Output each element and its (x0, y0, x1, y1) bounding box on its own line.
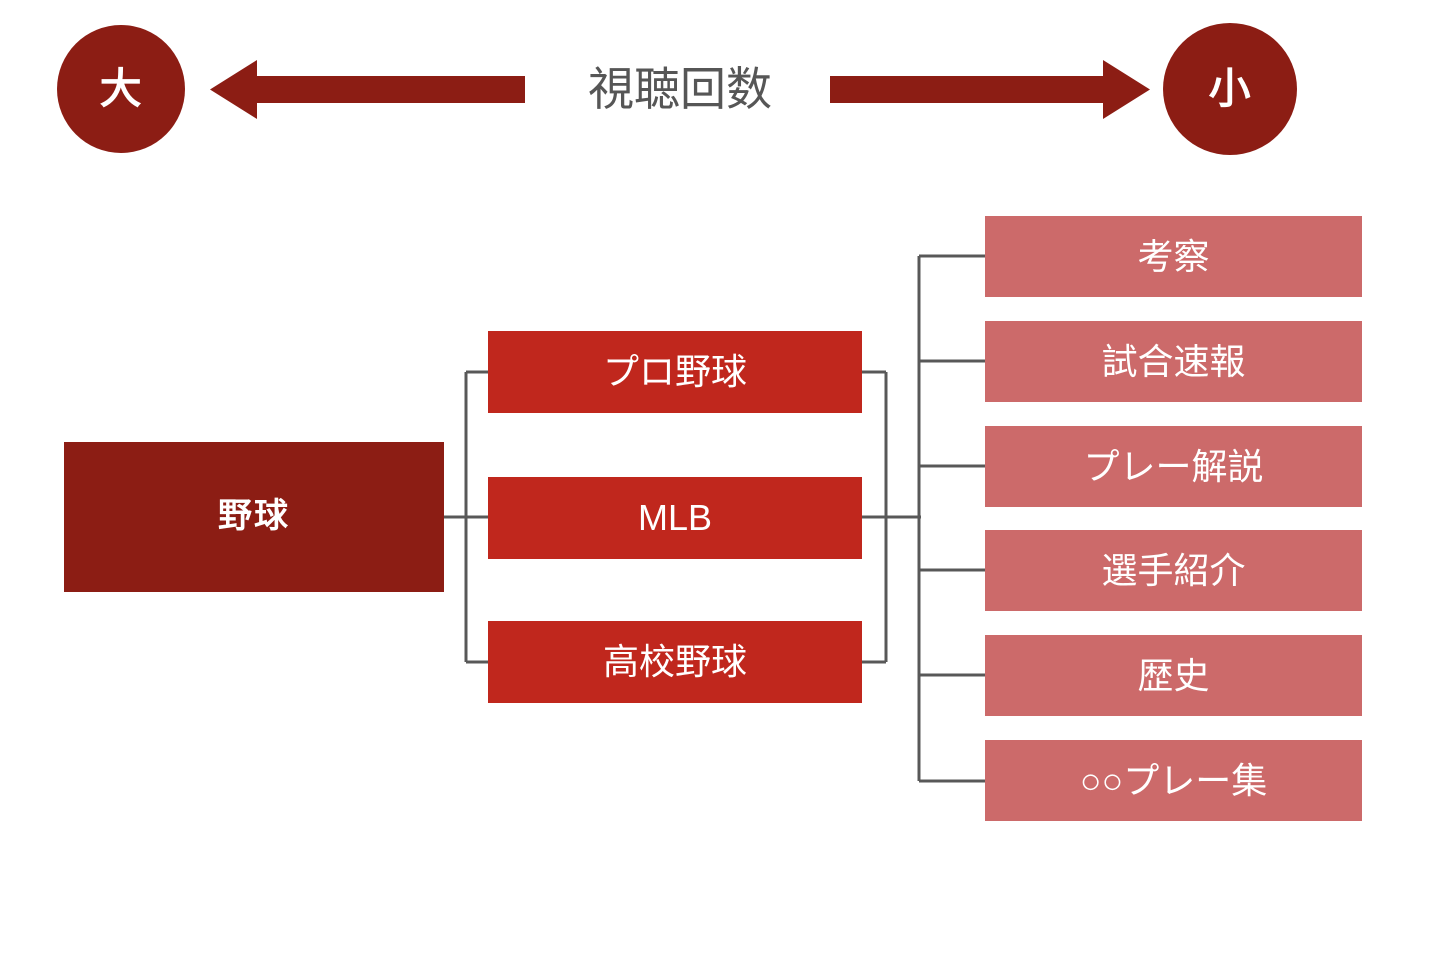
node-level2-mlb[interactable]: MLB (488, 477, 862, 559)
node-level3-play-commentary[interactable]: プレー解説 (985, 426, 1362, 507)
node-level3-label: 選手紹介 (1101, 549, 1246, 591)
node-level3-label: 歴史 (1137, 654, 1210, 696)
node-level3-history[interactable]: 歴史 (985, 635, 1362, 716)
scale-circle-large-label: 大 (99, 65, 143, 112)
node-root-baseball[interactable]: 野球 (64, 442, 444, 592)
node-level3-play-collection[interactable]: ○○プレー集 (985, 740, 1362, 821)
node-level3-label: 試合速報 (1101, 340, 1246, 382)
node-level3-label: 考察 (1137, 235, 1210, 277)
arrow-left-icon (210, 60, 525, 119)
node-level3-live-score[interactable]: 試合速報 (985, 321, 1362, 402)
node-level3-analysis[interactable]: 考察 (985, 216, 1362, 297)
node-level2-label: 高校野球 (602, 641, 747, 683)
node-level2-label: プロ野球 (602, 351, 747, 393)
node-level3-label: ○○プレー集 (1079, 759, 1268, 801)
scale-circle-large: 大 (57, 25, 185, 153)
node-level2-high-school-baseball[interactable]: 高校野球 (488, 621, 862, 703)
node-level3-label: プレー解説 (1083, 445, 1264, 487)
node-level2-pro-baseball[interactable]: プロ野球 (488, 331, 862, 413)
scale-circle-small: 小 (1163, 23, 1297, 155)
scale-axis-label: 視聴回数 (588, 63, 772, 115)
node-root-label: 野球 (217, 497, 291, 536)
node-level2-label: MLB (637, 497, 713, 539)
scale-circle-small-label: 小 (1208, 65, 1252, 112)
node-level3-player-intro[interactable]: 選手紹介 (985, 530, 1362, 611)
arrow-right-icon (830, 60, 1150, 119)
